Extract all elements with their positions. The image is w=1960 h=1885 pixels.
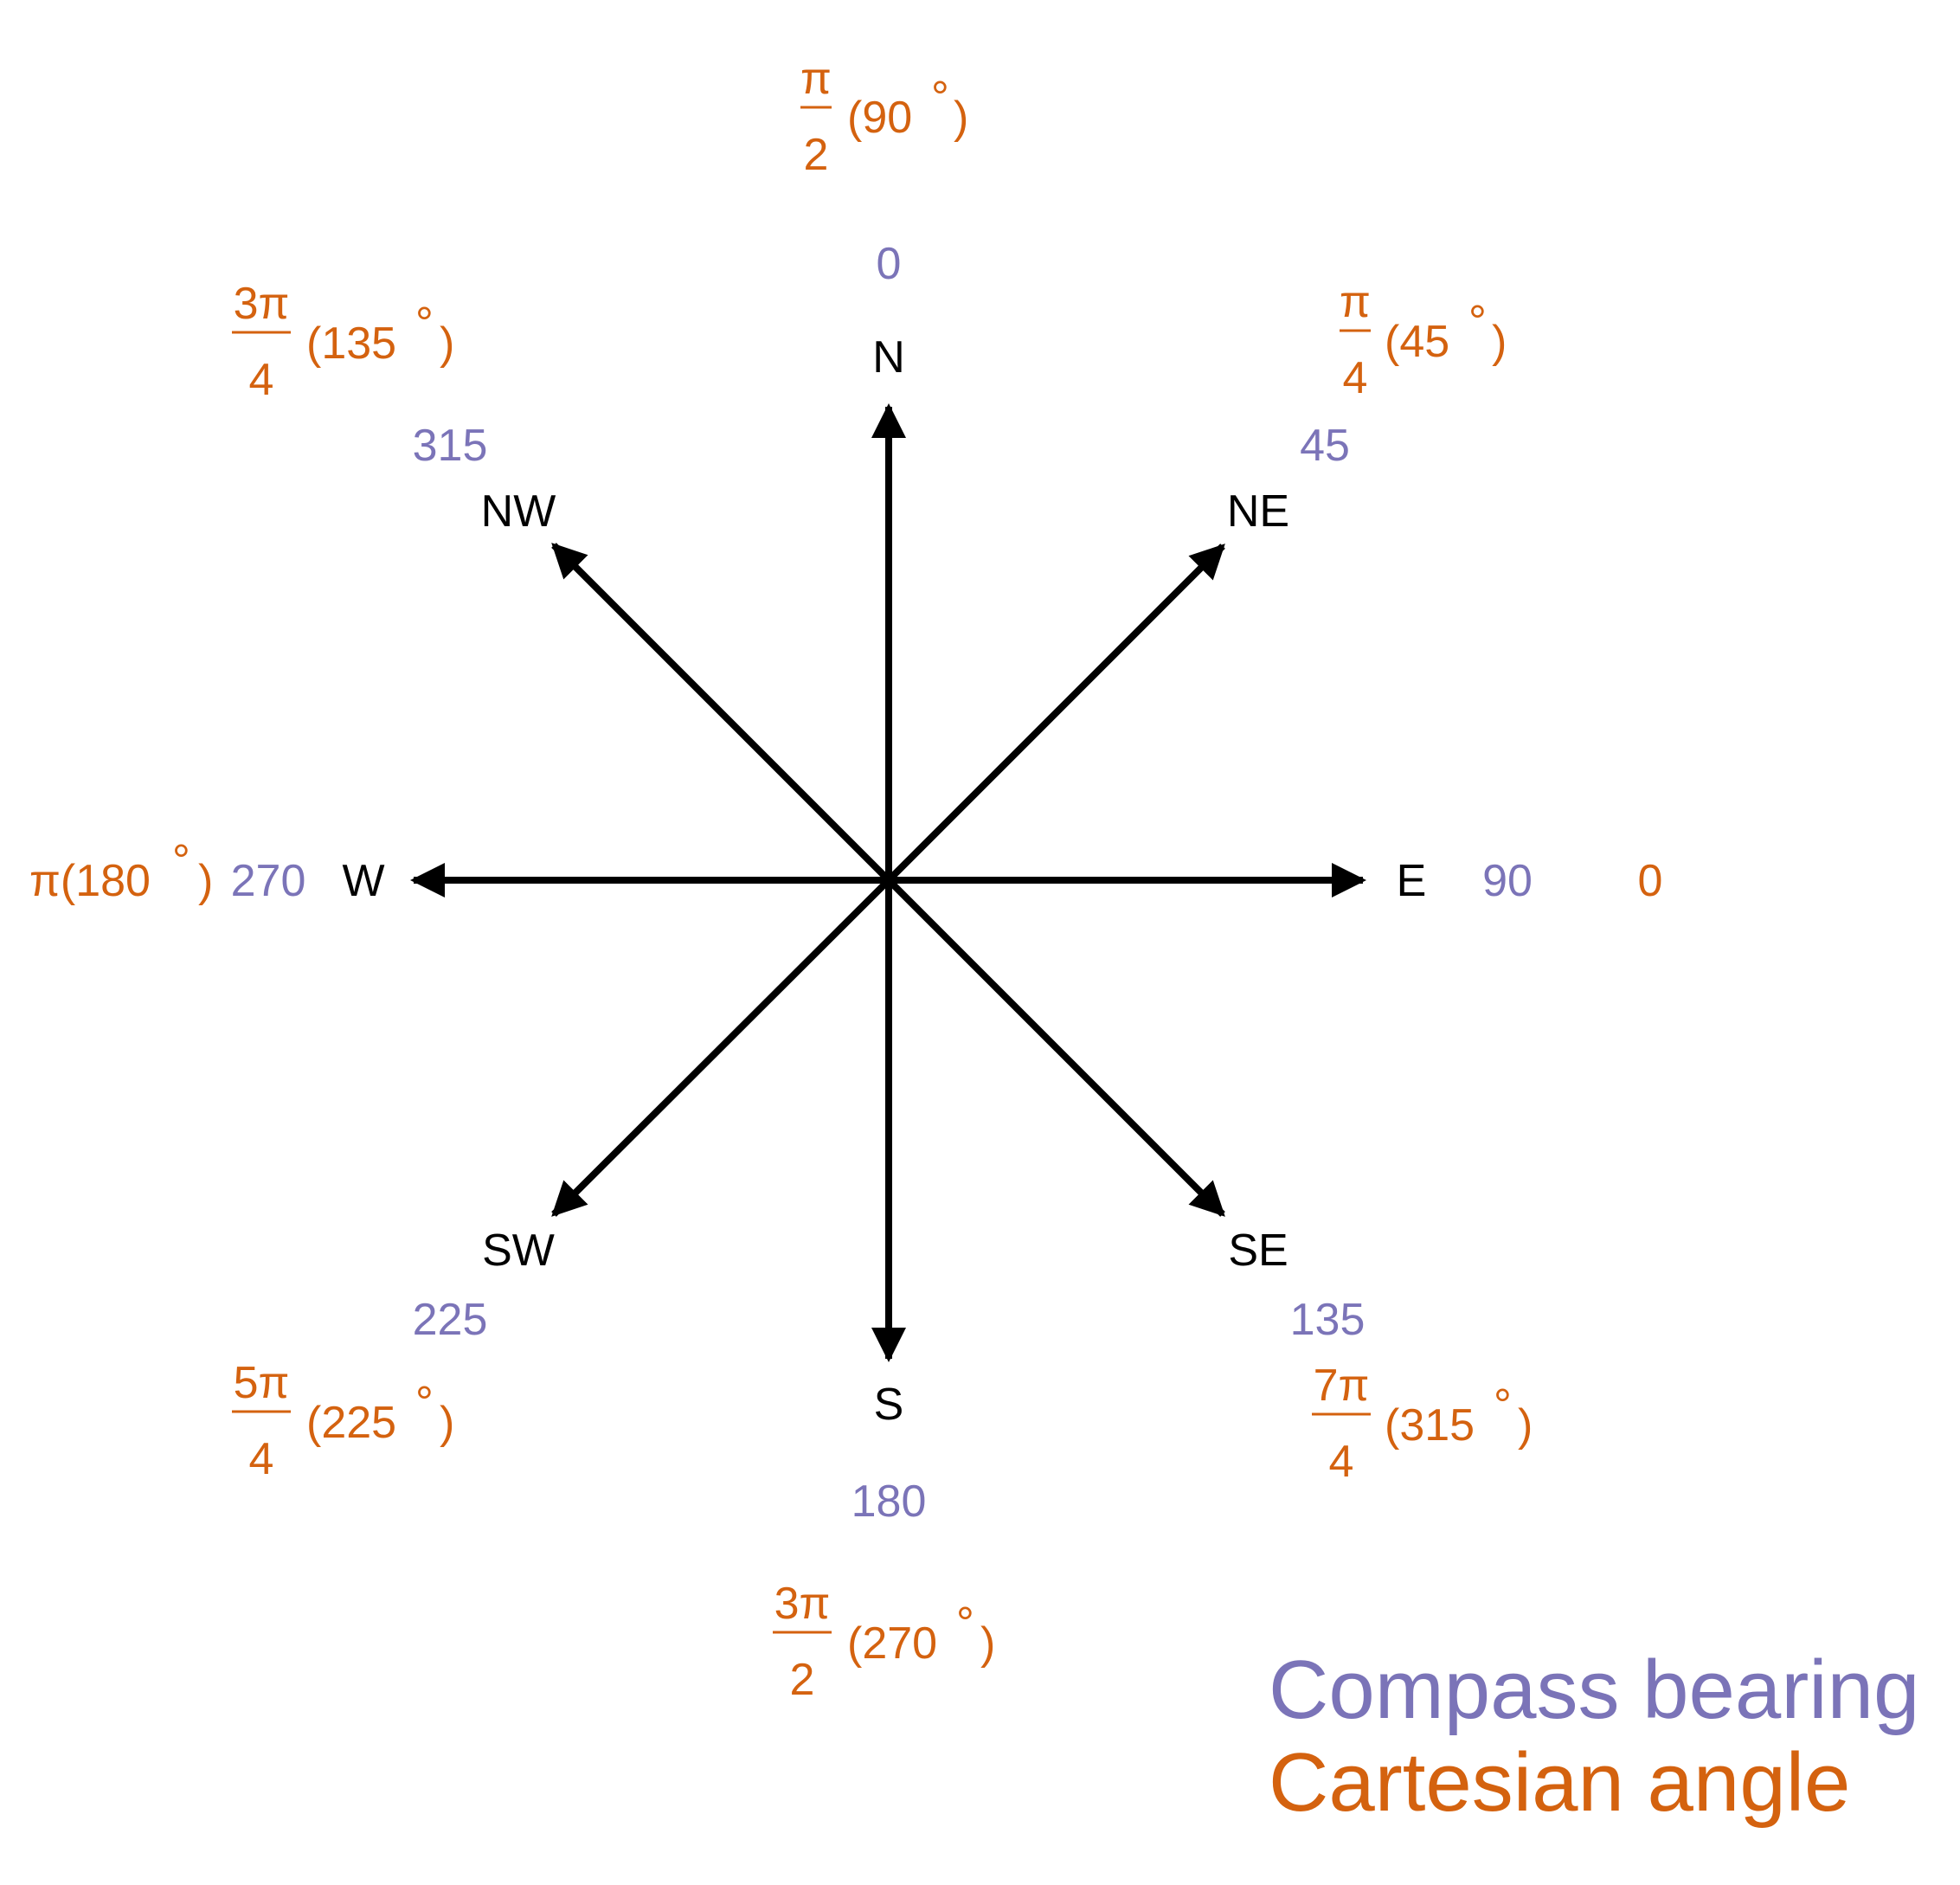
cart-se-den: 4 (1329, 1437, 1354, 1487)
cart-se-close: ) (1518, 1400, 1533, 1451)
label-n: N (872, 332, 905, 383)
bearing-ne: 45 (1300, 421, 1350, 471)
cartesian-sw: 5π 4 (225 ° ) (232, 1358, 454, 1484)
legend-bearing: Compass bearing (1269, 1644, 1919, 1736)
cartesian-nw: 3π 4 (135 ° ) (232, 279, 454, 405)
arrow-nw (551, 543, 891, 883)
degree-symbol: ° (956, 1599, 974, 1649)
degree-symbol: ° (1494, 1380, 1512, 1431)
cartesian-se: 7π 4 (315 ° ) (1312, 1361, 1533, 1487)
cart-n-close: ) (954, 93, 968, 143)
degree-symbol: ° (415, 299, 434, 349)
cart-s-deg: (270 (847, 1618, 937, 1669)
label-se: SE (1228, 1226, 1288, 1276)
cart-s-close: ) (980, 1618, 995, 1669)
arrow-se (886, 878, 1225, 1217)
cart-sw-den: 4 (249, 1434, 274, 1484)
direction-labels: N NE E SE S SW W NW (342, 332, 1426, 1430)
label-ne: NE (1227, 486, 1289, 537)
cart-ne-deg: (45 (1385, 317, 1449, 367)
bearing-e: 90 (1482, 856, 1533, 906)
degree-symbol: ° (415, 1378, 434, 1428)
arrow-ne (886, 544, 1225, 883)
cart-n-deg: (90 (847, 93, 912, 143)
cart-se-num: 7π (1314, 1361, 1370, 1411)
cart-nw-deg: (135 (306, 318, 396, 369)
degree-symbol: ° (172, 836, 190, 886)
cart-ne-den: 4 (1343, 353, 1368, 403)
bearing-labels: 0 45 90 135 180 225 270 315 (231, 239, 1533, 1527)
cartesian-labels: π 2 (90 ° ) π 4 (45 ° ) 0 7π 4 (315 ° ) (29, 54, 1662, 1705)
bearing-n: 0 (877, 239, 902, 289)
cartesian-s: 3π 2 (270 ° ) (773, 1579, 995, 1705)
cart-sw-close: ) (440, 1398, 454, 1448)
label-s: S (874, 1380, 904, 1430)
cart-ne-num: π (1340, 277, 1371, 327)
degree-symbol: ° (1468, 297, 1487, 347)
bearing-w: 270 (231, 856, 306, 906)
cart-nw-den: 4 (249, 355, 274, 405)
compass-arrows (410, 403, 1366, 1362)
label-nw: NW (481, 486, 556, 537)
cart-nw-num: 3π (234, 279, 290, 329)
label-w: W (342, 856, 384, 906)
cart-se-deg: (315 (1385, 1400, 1475, 1451)
cartesian-n: π 2 (90 ° ) (800, 54, 968, 180)
bearing-s: 180 (851, 1476, 927, 1527)
cartesian-w: π(180 ° ) (29, 836, 213, 906)
cartesian-e: 0 (1638, 856, 1663, 906)
cart-w-close: ) (198, 856, 213, 906)
cart-sw-deg: (225 (306, 1398, 396, 1448)
bearing-nw: 315 (413, 421, 488, 471)
bearing-se: 135 (1290, 1295, 1366, 1345)
cart-n-den: 2 (804, 130, 829, 180)
degree-symbol: ° (931, 73, 949, 123)
arrow-sw (551, 878, 891, 1217)
cart-w-value: π(180 (29, 856, 151, 906)
cart-n-num: π (800, 54, 832, 104)
cart-nw-close: ) (440, 318, 454, 369)
cartesian-ne: π 4 (45 ° ) (1340, 277, 1507, 403)
bearing-sw: 225 (413, 1295, 488, 1345)
cart-sw-num: 5π (234, 1358, 290, 1408)
label-e: E (1397, 856, 1427, 906)
legend: Compass bearing Cartesian angle (1269, 1644, 1919, 1829)
cart-s-den: 2 (790, 1655, 815, 1705)
cart-ne-close: ) (1492, 317, 1507, 367)
legend-cartesian: Cartesian angle (1269, 1736, 1850, 1829)
label-sw: SW (482, 1226, 555, 1276)
cart-s-num: 3π (774, 1579, 831, 1629)
